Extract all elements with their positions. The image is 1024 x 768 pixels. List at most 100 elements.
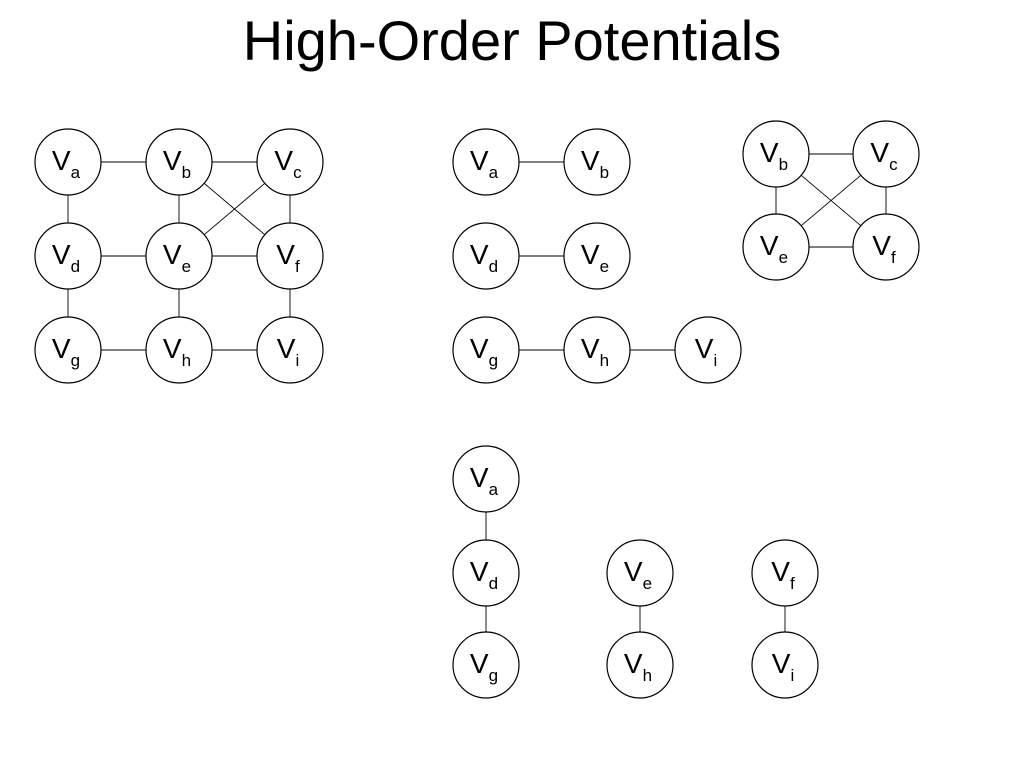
node-label: Vb	[581, 145, 609, 182]
node-label-sub: e	[779, 248, 788, 267]
node-columns-f: Vf	[751, 539, 819, 607]
node-full-grid-b: Vb	[145, 128, 213, 196]
node-label-main: V	[872, 230, 891, 261]
node-circle	[452, 445, 520, 513]
node-label: Vd	[52, 239, 80, 276]
node-label: Ve	[581, 239, 609, 276]
node-label-main: V	[470, 462, 489, 493]
node-columns-d: Vd	[452, 539, 520, 607]
node-circle	[563, 316, 631, 384]
node-label-sub: h	[643, 666, 652, 685]
node-circle	[256, 128, 324, 196]
node-label-main: V	[470, 333, 489, 364]
node-label: Ve	[624, 556, 652, 593]
node-circle	[256, 316, 324, 384]
node-circle	[563, 222, 631, 290]
node-label: Vb	[760, 137, 788, 174]
node-label: Va	[52, 145, 81, 182]
node-label-main: V	[624, 556, 643, 587]
node-label-sub: g	[489, 666, 498, 685]
node-label-main: V	[624, 648, 643, 679]
node-label-sub: i	[295, 351, 299, 370]
node-clique-f: Vf	[852, 213, 920, 281]
node-columns-e: Ve	[606, 539, 674, 607]
node-label-main: V	[581, 239, 600, 270]
node-label-sub: e	[600, 257, 609, 276]
node-label: Vd	[470, 239, 498, 276]
node-full-grid-f: Vf	[256, 222, 324, 290]
node-label-sub: a	[489, 480, 499, 499]
node-label-main: V	[52, 333, 71, 364]
node-clique-c: Vc	[852, 120, 920, 188]
node-label-main: V	[695, 333, 714, 364]
node-circle	[742, 213, 810, 281]
node-full-grid-e: Ve	[145, 222, 213, 290]
node-label-sub: c	[889, 155, 898, 174]
node-circle	[452, 316, 520, 384]
node-label: Vb	[163, 145, 191, 182]
node-label-sub: f	[790, 574, 795, 593]
node-label: Vi	[695, 333, 717, 370]
node-label-sub: i	[713, 351, 717, 370]
node-circle	[852, 120, 920, 188]
node-circle	[256, 222, 324, 290]
node-full-grid-i: Vi	[256, 316, 324, 384]
edge-full-grid-c-e	[203, 182, 266, 236]
node-label: Va	[470, 145, 499, 182]
node-chains-i: Vi	[674, 316, 742, 384]
slide-title: High-Order Potentials	[242, 9, 782, 72]
node-label-main: V	[52, 145, 71, 176]
node-label-sub: c	[293, 163, 302, 182]
node-label-sub: b	[600, 163, 609, 182]
node-label-sub: b	[779, 155, 788, 174]
node-label-sub: i	[790, 666, 794, 685]
node-label: Vi	[772, 648, 794, 685]
node-label: Ve	[760, 230, 788, 267]
node-chains-d: Vd	[452, 222, 520, 290]
node-label-main: V	[163, 239, 182, 270]
node-label: Vf	[771, 556, 795, 593]
node-circle	[452, 539, 520, 607]
node-label-main: V	[470, 239, 489, 270]
node-label-main: V	[771, 556, 790, 587]
node-label: Vf	[872, 230, 896, 267]
node-label-main: V	[274, 145, 293, 176]
node-label-sub: d	[489, 257, 498, 276]
node-chains-b: Vb	[563, 128, 631, 196]
node-label-main: V	[277, 333, 296, 364]
node-label: Vc	[870, 137, 898, 174]
node-label-sub: g	[71, 351, 80, 370]
node-columns-i: Vi	[751, 631, 819, 699]
node-label: Va	[470, 462, 499, 499]
node-label-sub: e	[643, 574, 652, 593]
node-columns-g: Vg	[452, 631, 520, 699]
node-circle	[674, 316, 742, 384]
node-label: Vh	[624, 648, 652, 685]
node-label-main: V	[163, 333, 182, 364]
node-full-grid-d: Vd	[34, 222, 102, 290]
node-circle	[606, 631, 674, 699]
node-label-main: V	[470, 556, 489, 587]
node-label: Vd	[470, 556, 498, 593]
node-label: Vc	[274, 145, 302, 182]
node-label: Vf	[276, 239, 300, 276]
node-label-main: V	[772, 648, 791, 679]
node-label-sub: e	[182, 257, 191, 276]
node-label-sub: f	[295, 257, 300, 276]
node-label-main: V	[581, 333, 600, 364]
node-label-main: V	[276, 239, 295, 270]
node-chains-h: Vh	[563, 316, 631, 384]
node-label-sub: g	[489, 351, 498, 370]
node-label-sub: h	[600, 351, 609, 370]
node-circle	[742, 120, 810, 188]
node-chains-g: Vg	[452, 316, 520, 384]
node-label: Vg	[470, 333, 498, 370]
node-label: Vg	[52, 333, 80, 370]
node-label-sub: a	[489, 163, 499, 182]
node-chains-a: Va	[452, 128, 520, 196]
node-label-sub: b	[182, 163, 191, 182]
node-circle	[751, 631, 819, 699]
